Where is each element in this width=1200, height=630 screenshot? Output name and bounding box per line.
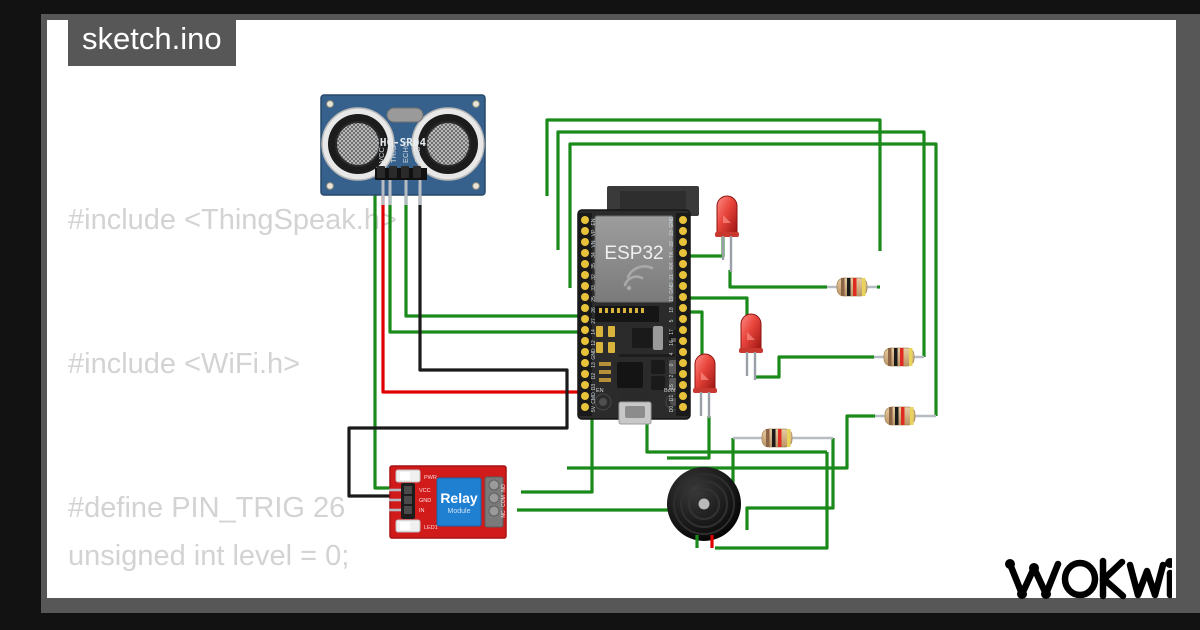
- svg-text:2: 2: [669, 374, 675, 377]
- wokwi-logo: [1002, 551, 1175, 612]
- sensor-leads: [381, 180, 422, 205]
- circuit-diagram[interactable]: HC-SR04 VCC TRIG ECHO GND: [47, 20, 1176, 598]
- wire-rail-top-1: [545, 118, 882, 251]
- wire-buzzer-gnd: [715, 452, 829, 550]
- svg-text:33: 33: [591, 285, 597, 291]
- wire-gnd: [347, 176, 569, 498]
- wire-r4-right: [745, 438, 835, 530]
- svg-text:D0: D0: [669, 406, 675, 413]
- file-tab-sketch-ino[interactable]: sketch.ino: [68, 15, 236, 66]
- wire-led3: [667, 416, 711, 460]
- relay-terminal-label-com: COM: [501, 495, 507, 507]
- wire-group-ground: [347, 176, 569, 498]
- svg-text:D1: D1: [669, 395, 675, 402]
- svg-text:34: 34: [591, 252, 597, 258]
- sensor-pin-label: TRIG: [389, 145, 398, 163]
- svg-text:35: 35: [591, 263, 597, 269]
- sensor-pin-label: GND: [413, 146, 422, 163]
- svg-text:VP: VP: [591, 229, 597, 236]
- svg-text:GND: GND: [669, 216, 675, 228]
- part-led-low[interactable]: [693, 353, 717, 418]
- svg-text:VN: VN: [591, 240, 597, 247]
- part-resistor-2[interactable]: [874, 347, 924, 367]
- esp32-right-pin-labels: GND 23 22 TX RX 21 GND 19 18 5 17 16 4 0…: [669, 216, 675, 412]
- wire-vcc: [381, 172, 625, 394]
- part-resistor-4[interactable]: [733, 428, 833, 448]
- wire-group-power: [381, 172, 625, 394]
- svg-text:12: 12: [591, 340, 597, 346]
- relay-silk-main: Relay: [440, 490, 478, 506]
- part-resistor-3[interactable]: [875, 406, 936, 426]
- svg-text:CMD: CMD: [591, 392, 597, 404]
- part-led-high[interactable]: [715, 195, 739, 272]
- svg-text:D3: D3: [591, 384, 597, 391]
- esp32-left-pins[interactable]: [581, 216, 589, 411]
- relay-pwr-label: PWR: [424, 475, 437, 481]
- svg-text:GND: GND: [591, 348, 597, 360]
- sensor-silk-label: HC-SR04: [380, 136, 427, 149]
- svg-text:32: 32: [591, 274, 597, 280]
- part-buzzer[interactable]: [667, 467, 741, 548]
- svg-text:5: 5: [669, 319, 675, 322]
- esp32-left-pin-labels: EN VP VN 34 35 32 33 25 26 27 14 12 GND …: [591, 218, 597, 412]
- relay-led1-label: LED1: [424, 525, 438, 531]
- svg-text:14: 14: [591, 329, 597, 335]
- svg-text:0: 0: [669, 363, 675, 366]
- svg-text:22: 22: [669, 241, 675, 247]
- relay-pin-label-gnd: GND: [419, 498, 431, 504]
- wire-r3-rail: [567, 414, 875, 470]
- svg-text:18: 18: [669, 307, 675, 313]
- svg-text:16: 16: [669, 340, 675, 346]
- part-resistor-1[interactable]: [827, 277, 877, 297]
- wire-rail-top-3: [568, 142, 938, 416]
- part-ultrasonic-sensor[interactable]: HC-SR04 VCC TRIG ECHO GND: [320, 94, 486, 205]
- svg-text:25: 25: [591, 296, 597, 302]
- esp32-right-pins[interactable]: [679, 216, 687, 411]
- part-relay-module[interactable]: PWR LED1 VCC GND IN: [389, 465, 507, 539]
- wire-trig: [388, 176, 610, 334]
- svg-text:23: 23: [669, 230, 675, 236]
- svg-text:27: 27: [591, 318, 597, 324]
- esp32-button-label-boot: Boot: [664, 388, 676, 394]
- esp32-silk-label: ESP32: [604, 243, 663, 264]
- part-led-mid[interactable]: [739, 313, 763, 380]
- svg-text:21: 21: [669, 274, 675, 280]
- relay-terminal-label-nc: NC: [501, 510, 507, 518]
- wire-led2-r2: [754, 355, 874, 379]
- part-esp32-board[interactable]: ESP32: [577, 186, 699, 425]
- esp32-button-label-en: EN: [596, 388, 604, 394]
- relay-pin-label-in: IN: [419, 508, 425, 514]
- wire-led1-r1: [728, 270, 827, 289]
- sensor-pin-label: VCC: [377, 147, 386, 163]
- svg-text:EN: EN: [591, 218, 597, 225]
- svg-text:19: 19: [669, 296, 675, 302]
- svg-text:TX: TX: [669, 251, 675, 258]
- svg-text:17: 17: [669, 329, 675, 335]
- relay-pin-label-vcc: VCC: [419, 488, 431, 494]
- diagram-canvas[interactable]: #include <ThingSpeak.h> #include <WiFi.h…: [47, 20, 1176, 598]
- wire-echo: [404, 176, 610, 318]
- wokwi-logo-svg: [1005, 557, 1175, 600]
- transducer-left: [321, 107, 395, 181]
- wire-midled: [684, 296, 749, 342]
- svg-text:15: 15: [669, 384, 675, 390]
- svg-text:13: 13: [591, 362, 597, 368]
- wifi-icon: [623, 265, 654, 291]
- relay-silk-sub: Module: [448, 508, 471, 515]
- svg-text:D2: D2: [591, 373, 597, 380]
- svg-text:5V: 5V: [591, 405, 597, 412]
- relay-terminal-label-no: NO: [501, 484, 507, 492]
- svg-text:GND: GND: [669, 282, 675, 294]
- svg-text:26: 26: [591, 307, 597, 313]
- svg-text:4: 4: [669, 352, 675, 355]
- transducer-right: [411, 107, 485, 181]
- svg-text:RX: RX: [669, 262, 675, 270]
- wire-rail-top-2: [556, 130, 926, 357]
- sensor-pin-label: ECHO: [401, 141, 410, 163]
